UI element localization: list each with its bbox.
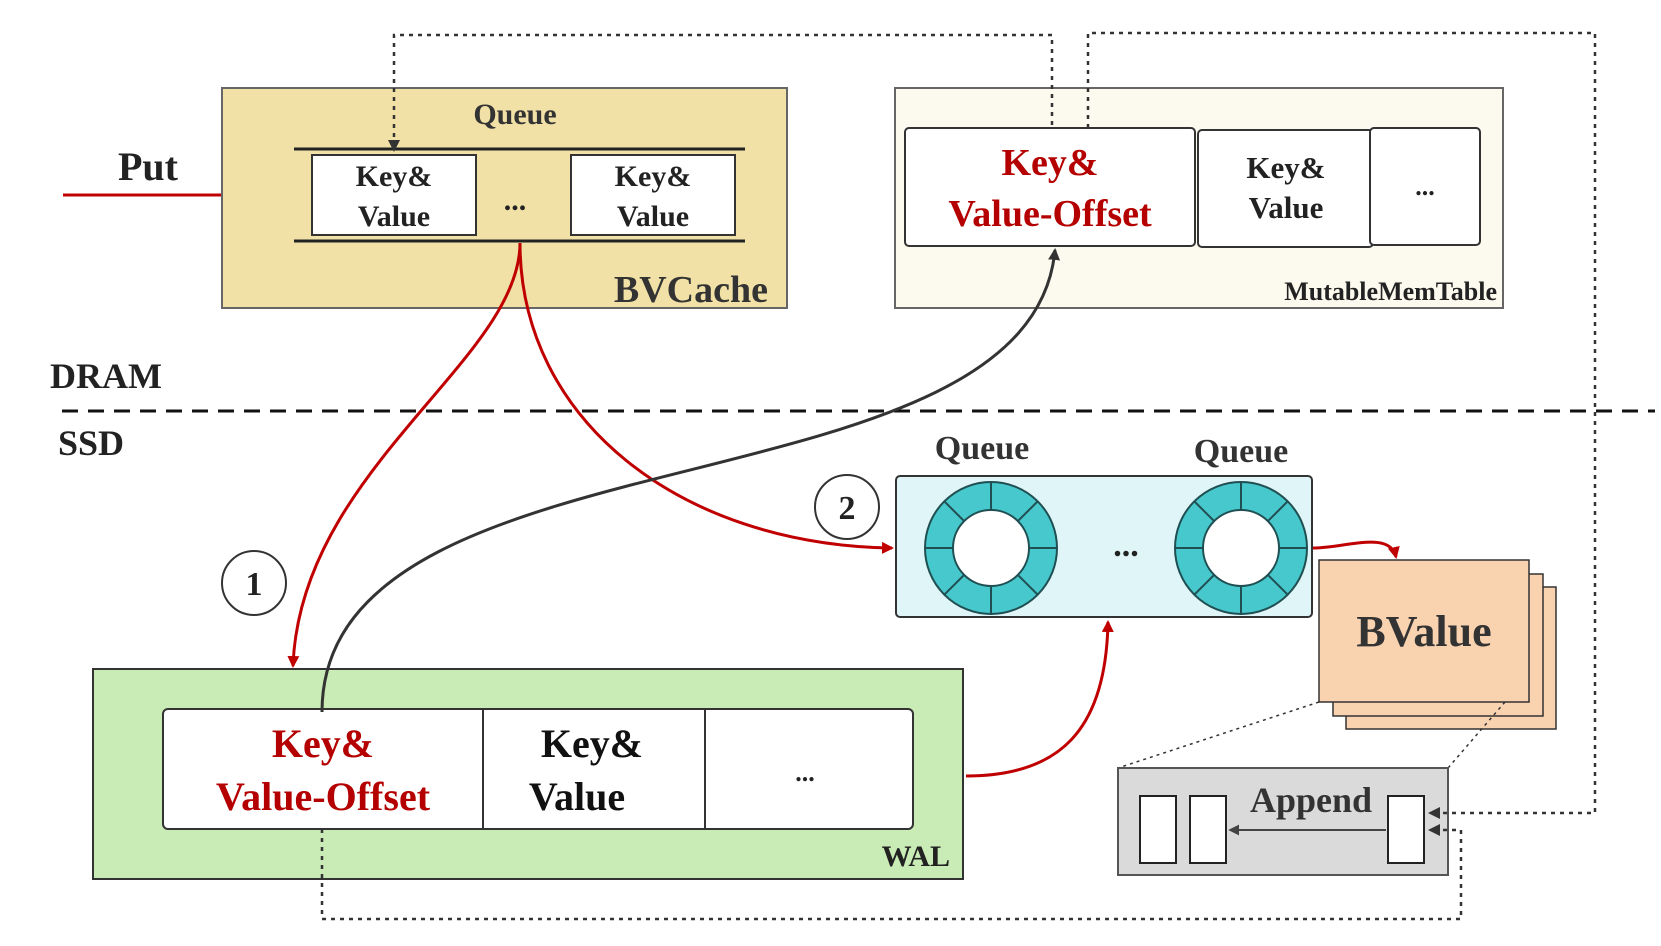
put-label: Put (118, 144, 179, 189)
wal-entries-strip (162, 708, 914, 830)
bvcache-entry-last: Key& Value (570, 154, 736, 236)
queue-title-right: Queue (1194, 433, 1288, 470)
flow-wal-to-memtable (320, 248, 1061, 713)
bvcache-ellipsis: ... (504, 184, 527, 217)
memtable-cell-offset-line2: Value-Offset (948, 193, 1152, 235)
memtable-name: MutableMemTable (1284, 277, 1497, 306)
bvcache-entry-last-line1: Key& (615, 160, 692, 193)
bvcache-entry-first-line1: Key& (356, 160, 433, 193)
memtable-cell-more: ... (1369, 127, 1481, 246)
memtable-cell-value-line1: Key& (1246, 150, 1325, 185)
memtable-cell-value: Key& Value (1197, 129, 1374, 248)
memtable-cell-more-text: ... (1415, 172, 1435, 201)
queues-ellipsis: ... (1113, 527, 1139, 564)
wal-cell-value-line2: Value (529, 774, 625, 819)
zoom-line-right (1447, 701, 1506, 769)
wal-name: WAL (882, 840, 950, 873)
ring-buffer-icon (1174, 481, 1308, 615)
dotted-memtable-to-append (1086, 31, 1597, 819)
bvcache-entry-first-line2: Value (358, 200, 430, 233)
bvalue-name: BValue (1356, 607, 1491, 656)
step-1-number: 1 (246, 566, 263, 603)
wal-cell-value-line1: Key& (541, 721, 643, 766)
bvcache-name: BVCache (614, 269, 768, 311)
step-1-badge: 1 (221, 550, 287, 616)
append-block (1139, 795, 1177, 864)
append-box: Append (1117, 767, 1449, 876)
queues-box: ... (895, 475, 1313, 618)
ring-buffer-icon (924, 481, 1058, 615)
zoom-line-left (1117, 701, 1320, 769)
append-block-new (1387, 795, 1425, 864)
flow-bvcache-to-queues (518, 242, 894, 554)
step-2-number: 2 (839, 490, 856, 527)
memtable-cell-value-line2: Value (1249, 190, 1324, 225)
bvcache-box: Queue Key& Value ... Key& Value BVCache (221, 87, 788, 311)
queue-title-left: Queue (935, 430, 1029, 467)
circled-number-icon (221, 550, 287, 616)
append-label: Append (1250, 780, 1372, 820)
memtable-box: Key& Value-Offset Key& Value ... Mutable… (894, 87, 1504, 309)
wal-cell-more: ... (795, 758, 815, 787)
bvalue-stack: BValue (1318, 559, 1557, 730)
memtable-cell-offset: Key& Value-Offset (904, 127, 1196, 247)
wal-cell-offset-line2: Value-Offset (216, 774, 431, 819)
circled-number-icon (814, 474, 880, 540)
dram-label: DRAM (50, 356, 162, 396)
flow-bvcache-to-wal (287, 242, 522, 668)
bvcache-entry-first: Key& Value (311, 154, 477, 236)
bvcache-queue-title: Queue (473, 98, 556, 131)
ssd-label: SSD (58, 423, 124, 463)
append-block (1189, 795, 1227, 864)
wal-box: Key& Value-Offset Key& Value ... WAL (92, 668, 964, 880)
flow-wal-to-queues (965, 620, 1114, 778)
step-2-badge: 2 (814, 474, 880, 540)
bvcache-entry-last-line2: Value (617, 200, 689, 233)
wal-cell-offset-line1: Key& (272, 721, 374, 766)
dotted-memtable-to-bvcache (388, 33, 1054, 152)
memtable-cell-offset-line1: Key& (1001, 142, 1098, 184)
flow-queues-to-bvalue (1312, 540, 1400, 559)
